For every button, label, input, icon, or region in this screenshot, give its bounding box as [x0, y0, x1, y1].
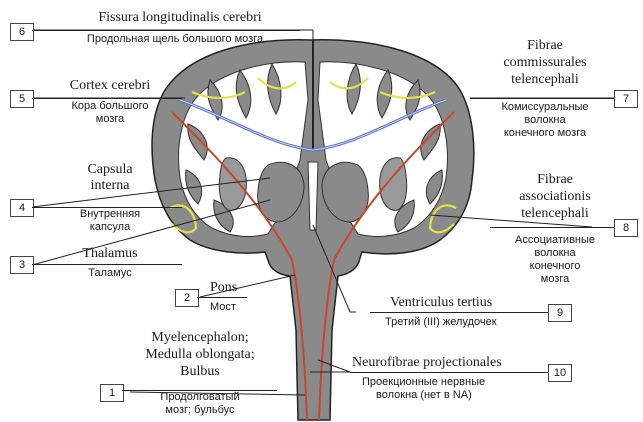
label-latin-1c: Bulbus	[125, 364, 275, 380]
label-latin-7c: telencephali	[470, 72, 620, 88]
label-latin-8b: associationis	[490, 189, 620, 205]
label-number-9: 9	[548, 304, 572, 322]
label-latin-8c: telencephali	[490, 206, 620, 222]
label-latin-1b: Medulla oblongata;	[125, 347, 275, 363]
label-russian-9: Третий (III) желудочек	[385, 316, 497, 329]
underline-8	[490, 227, 614, 228]
label-number-10: 10	[548, 364, 572, 382]
label-latin-4: Capsula	[40, 162, 180, 178]
underline-2	[197, 297, 247, 298]
underline-5	[32, 98, 182, 99]
underline-1	[122, 390, 277, 391]
label-russian-4: Внутренняя	[40, 208, 180, 221]
label-russian-8b: волокна	[490, 247, 620, 260]
label-russian-6: Продольная щель большого мозга	[50, 33, 300, 46]
label-latin-3: Thalamus	[40, 246, 180, 262]
label-russian-2: Мост	[210, 301, 236, 314]
label-russian-4b: капсула	[40, 221, 180, 234]
label-latin-10: Neurofibrae projectionales	[352, 355, 502, 371]
label-russian-3: Таламус	[40, 267, 180, 280]
label-russian-8a: Ассоциативные	[490, 234, 620, 247]
label-latin-4b: interna	[40, 178, 180, 194]
underline-3	[32, 264, 182, 265]
label-russian-7a: Комиссуральные	[470, 101, 620, 114]
label-number-1: 1	[100, 384, 124, 402]
label-latin-2: Pons	[210, 280, 237, 296]
label-latin-1a: Myelencephalon;	[125, 330, 275, 346]
underline-4	[32, 207, 182, 208]
label-latin-9: Ventriculus tertius	[390, 295, 492, 311]
underline-7	[470, 98, 614, 99]
label-russian-7c: конечного мозга	[470, 127, 620, 140]
label-russian-7b: волокна	[470, 114, 620, 127]
label-latin-7b: commissurales	[470, 55, 620, 71]
label-latin-8a: Fibrae	[490, 172, 620, 188]
underline-6	[32, 30, 300, 31]
label-number-3: 3	[10, 256, 34, 274]
label-latin-6: Fissura longitudinalis cerebri	[60, 10, 300, 26]
label-russian-5: Кора большого	[40, 100, 180, 113]
underline-10	[350, 372, 548, 373]
third-ventricle	[308, 162, 318, 230]
label-russian-8d: мозга	[490, 273, 620, 286]
label-russian-1a: Продолговатый	[125, 391, 275, 404]
label-russian-5b: мозга	[40, 113, 180, 126]
label-number-4: 4	[10, 199, 34, 217]
label-number-6: 6	[10, 23, 34, 41]
label-russian-1b: мозг; бульбус	[125, 404, 275, 417]
underline-9	[370, 312, 548, 313]
label-latin-5: Cortex cerebri	[40, 78, 180, 94]
label-russian-10a: Проекционные нервные	[362, 376, 485, 389]
label-russian-8c: конечного	[490, 260, 620, 273]
label-russian-10b: волокна (нет в NA)	[376, 389, 472, 402]
label-latin-7a: Fibrae	[470, 38, 620, 54]
label-number-5: 5	[10, 90, 34, 108]
label-number-2: 2	[175, 289, 199, 307]
